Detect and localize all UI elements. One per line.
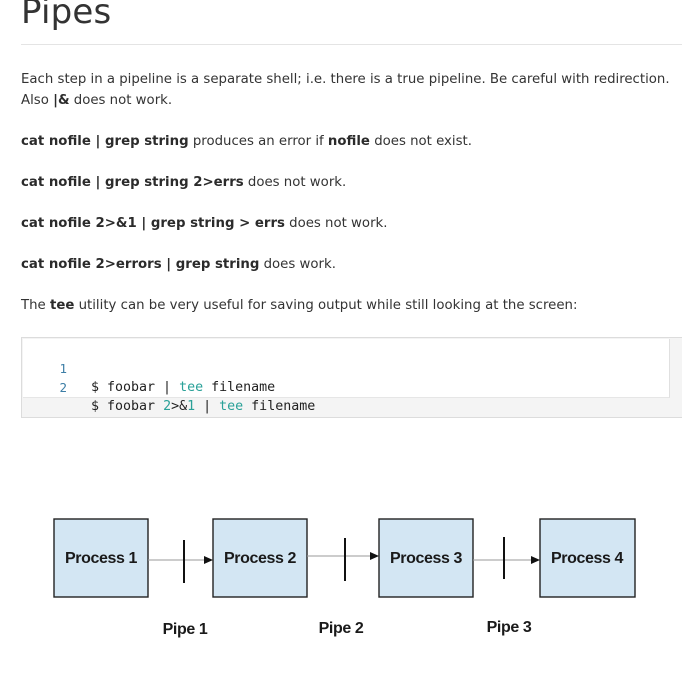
arrowhead-1 <box>204 556 213 564</box>
command-text: cat nofile 2>errors | grep string <box>21 257 260 272</box>
paragraph-errs-redirect: cat nofile | grep string 2>errs does not… <box>21 172 682 193</box>
pipe-label-1: Pipe 1 <box>163 621 208 638</box>
paragraph-stderr-merge: cat nofile 2>&1 | grep string > errs doe… <box>21 213 682 234</box>
process-box-1 <box>53 518 149 598</box>
keyword-tee: tee <box>219 399 244 414</box>
number-literal: 1 <box>187 399 196 414</box>
paragraph-text: does not work. <box>284 216 388 231</box>
intro-text-end: does not work. <box>69 93 173 108</box>
process-label-3: Process 3 <box>390 550 463 567</box>
paragraph-text-end: does not exist. <box>369 134 472 149</box>
command-text: cat nofile | grep string 2>errs <box>21 175 244 190</box>
paragraph-pipeline-intro: Each step in a pipeline is a separate sh… <box>21 69 682 111</box>
keyword-tee: tee <box>179 380 204 395</box>
line-number: 1 <box>59 361 67 376</box>
command-text: cat nofile 2>&1 | grep string > errs <box>21 216 285 231</box>
page-title: Pipes <box>21 0 112 32</box>
pipeline-diagram: Process 1 Process 2 Process 3 Process 4 … <box>53 518 636 638</box>
paragraph-text-end: utility can be very useful for saving ou… <box>74 298 578 313</box>
code-line-1: 1 $ foobar | tee filename <box>23 340 275 395</box>
command-text: cat nofile | grep string <box>21 134 189 149</box>
code-text: $ foobar 2>&1 | tee filename <box>91 399 316 414</box>
process-box-2 <box>212 518 308 598</box>
arrowhead-3 <box>531 556 540 564</box>
intro-text: Each step in a pipeline is a separate sh… <box>21 72 670 108</box>
paragraph-nofile-error: cat nofile | grep string produces an err… <box>21 131 682 152</box>
file-name: nofile <box>327 134 370 149</box>
code-area[interactable]: 1 $ foobar | tee filename 2 $ foobar 2>&… <box>23 339 670 414</box>
process-label-4: Process 4 <box>551 550 624 567</box>
title-divider <box>21 44 682 45</box>
process-box-4 <box>539 518 636 598</box>
process-label-2: Process 2 <box>224 550 297 567</box>
paragraph-text: produces an error if <box>188 134 328 149</box>
paragraph-errors-works: cat nofile 2>errors | grep string does w… <box>21 254 682 275</box>
process-label-1: Process 1 <box>65 550 138 567</box>
paragraph-text: does work. <box>259 257 336 272</box>
arrowhead-2 <box>370 552 379 560</box>
code-text: $ foobar | tee filename <box>91 380 276 395</box>
pipe-label-3: Pipe 3 <box>487 619 532 636</box>
pipe-label-2: Pipe 2 <box>319 620 364 637</box>
code-block: 1 $ foobar | tee filename 2 $ foobar 2>&… <box>21 337 682 418</box>
command-tee: tee <box>49 298 75 313</box>
inline-code-pipe-amp: |& <box>53 93 70 108</box>
paragraph-tee: The tee utility can be very useful for s… <box>21 295 682 316</box>
paragraph-text: The <box>21 298 50 313</box>
line-number: 2 <box>59 380 67 395</box>
paragraph-text: does not work. <box>243 175 347 190</box>
code-line-2: 2 $ foobar 2>&1 | tee filename <box>23 359 315 414</box>
process-box-3 <box>378 518 474 598</box>
number-literal: 2 <box>163 399 172 414</box>
